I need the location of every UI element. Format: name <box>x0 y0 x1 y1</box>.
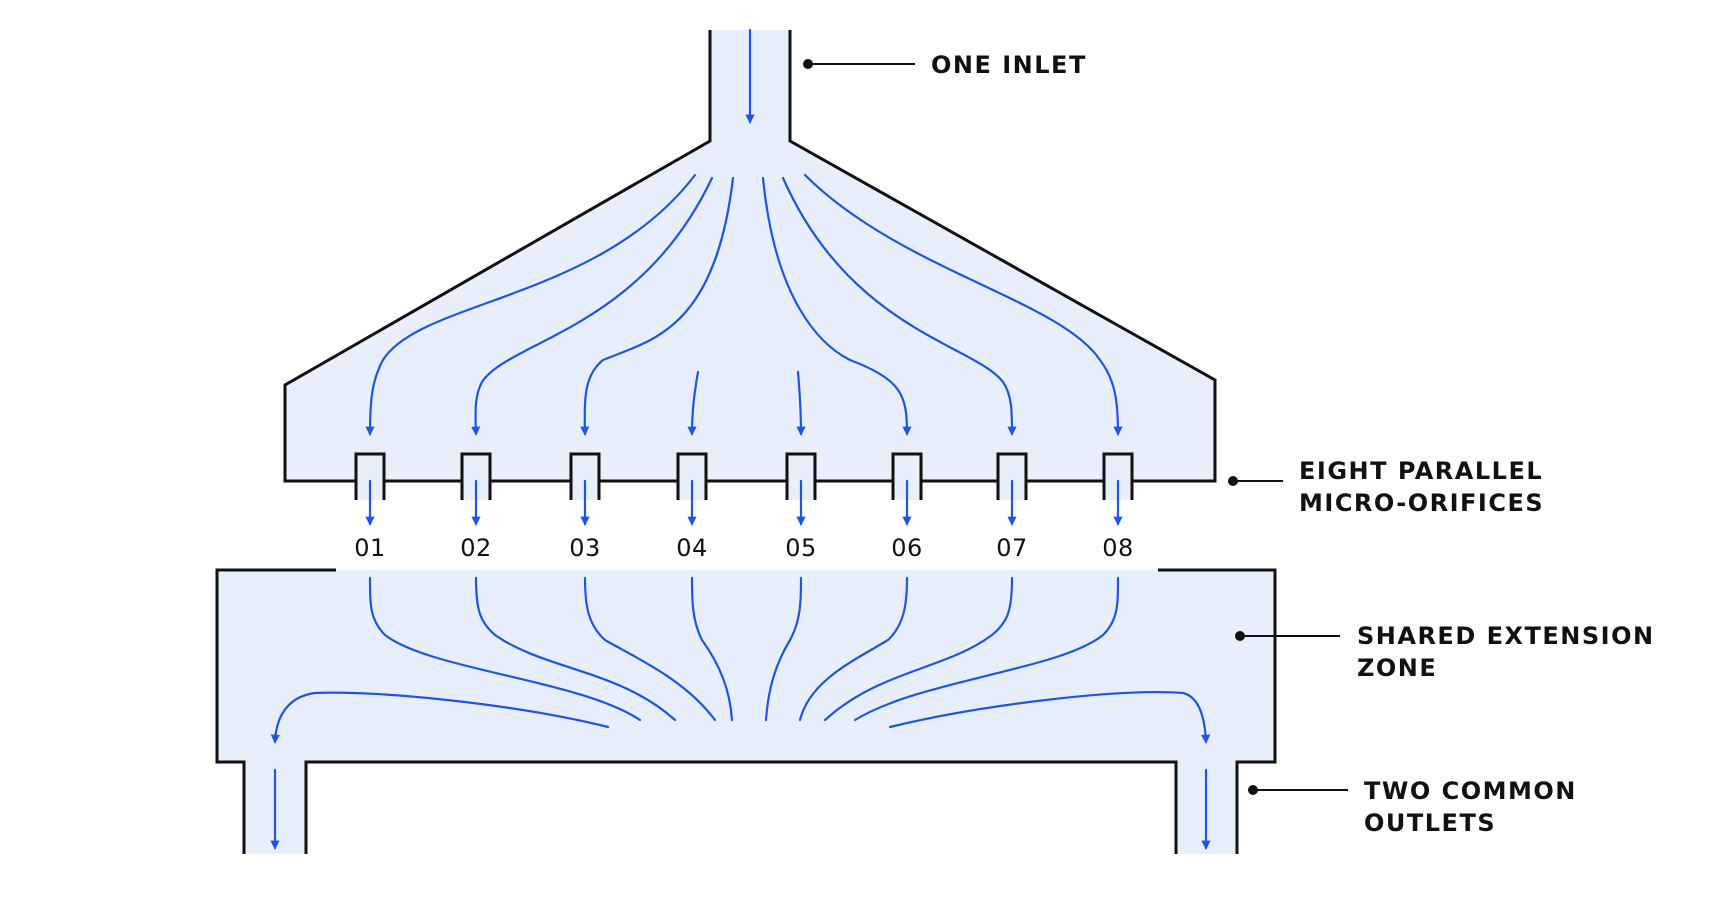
orifice-cap-04 <box>676 452 708 481</box>
lower-stream-05 <box>764 576 803 722</box>
orifice-label-01: 01 <box>354 534 386 562</box>
callout-label-inlet: ONE INLET <box>931 51 1087 79</box>
flow-streamlines <box>270 28 1211 850</box>
extension-zone-fluid <box>217 570 1275 854</box>
orifice-channels-fluid <box>356 454 1132 500</box>
orifice-cap-08 <box>1102 452 1134 481</box>
upper-stream-02 <box>471 176 714 436</box>
orifice-cap-05 <box>785 452 817 481</box>
callout-label-orifices-line1: EIGHT PARALLEL <box>1299 457 1543 485</box>
orifice-label-04: 04 <box>676 534 708 562</box>
lower-stream-02 <box>474 576 677 722</box>
orifice-label-03: 03 <box>569 534 601 562</box>
orifice-label-08: 08 <box>1102 534 1134 562</box>
callout-label-outlets-line1: TWO COMMON <box>1364 777 1577 805</box>
fluid-regions <box>217 30 1275 854</box>
lower-stream-01 <box>368 576 642 722</box>
orifice-walls <box>285 452 1215 500</box>
orifice-labels: 01 02 03 04 05 06 07 08 <box>354 534 1134 562</box>
upper-stream-05 <box>796 370 806 436</box>
orifice-label-02: 02 <box>460 534 492 562</box>
orifice-cap-01 <box>354 452 386 481</box>
lower-stream-08 <box>853 576 1120 722</box>
upper-stream-04 <box>687 370 700 436</box>
orifice-label-07: 07 <box>996 534 1028 562</box>
lower-stream-04 <box>690 576 734 722</box>
callout-label-outlets-line2: OUTLETS <box>1364 809 1496 837</box>
distribution-chamber-fluid <box>285 30 1215 481</box>
upper-stream-01 <box>365 173 697 436</box>
callout-label-orifices-line2: MICRO-ORIFICES <box>1299 489 1544 517</box>
orifice-cap-02 <box>460 452 492 481</box>
callout-extension-zone: SHARED EXTENSION ZONE <box>1235 622 1655 682</box>
callout-label-extension-zone-line1: SHARED EXTENSION <box>1357 622 1655 650</box>
lower-stream-03 <box>583 576 717 722</box>
lower-stream-06 <box>798 576 909 722</box>
lower-stream-07 <box>823 576 1014 722</box>
orifice-label-06: 06 <box>891 534 923 562</box>
orifice-cap-06 <box>891 452 923 481</box>
callout-orifices: EIGHT PARALLEL MICRO-ORIFICES <box>1228 457 1544 517</box>
callout-outlets: TWO COMMON OUTLETS <box>1248 777 1577 837</box>
callout-inlet: ONE INLET <box>803 51 1087 79</box>
extension-zone-floor-wall <box>304 760 1178 854</box>
orifice-label-05: 05 <box>785 534 817 562</box>
orifice-cap-03 <box>569 452 601 481</box>
extension-zone-right-wall <box>1158 568 1277 854</box>
outlet-sweep-right <box>888 691 1211 744</box>
upper-stream-06 <box>761 176 912 436</box>
upper-stream-03 <box>580 176 735 436</box>
outlet-sweep-left <box>270 691 610 744</box>
orifice-cap-07 <box>996 452 1028 481</box>
chamber-walls <box>215 30 1277 854</box>
callout-label-extension-zone-line2: ZONE <box>1357 654 1437 682</box>
extension-zone-left-wall <box>215 568 336 854</box>
upper-stream-07 <box>781 176 1017 436</box>
upper-stream-08 <box>803 173 1123 436</box>
